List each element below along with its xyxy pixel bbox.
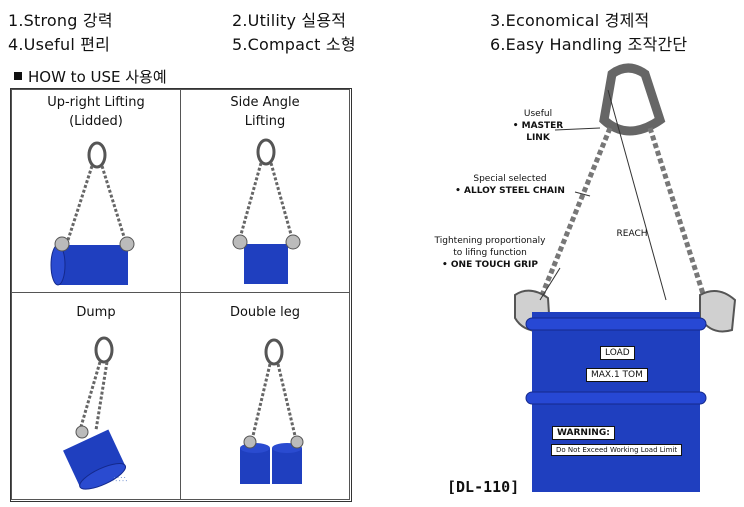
callout-alloy-chain: Special selected• ALLOY STEEL CHAIN — [455, 174, 565, 196]
square-bullet-icon — [14, 72, 22, 80]
side-angle-lifting-illustration — [232, 138, 301, 284]
cell-title-dump: Dump — [76, 305, 116, 320]
main-product-illustration — [514, 63, 737, 492]
label-warning: WARNING: — [552, 426, 615, 440]
feature-easy-handling: 6.Easy Handling 조작간단 — [490, 35, 688, 54]
upright-lifting-illustration — [50, 141, 135, 286]
label-warning-text: Do Not Exceed Working Load Limit — [551, 444, 683, 456]
label-max-load: MAX.1 TOM — [586, 368, 648, 382]
feature-compact: 5.Compact 소형 — [232, 35, 356, 54]
svg-text:∴∵∴: ∴∵∴ — [112, 475, 127, 484]
cell-title-upright: Up-right Lifting(Lidded) — [47, 95, 145, 129]
dump-illustration: ∴∵∴ — [63, 336, 127, 490]
feature-useful: 4.Useful 편리 — [8, 35, 111, 54]
callout-reach: REACH — [616, 229, 648, 239]
double-leg-illustration — [240, 338, 304, 484]
label-load: LOAD — [600, 346, 635, 360]
feature-strong: 1.Strong 강력 — [8, 11, 113, 30]
callout-master-link: Useful• MASTER LINK — [512, 109, 564, 143]
cell-double-leg: Double leg — [180, 292, 350, 500]
how-to-use-label: HOW to USE 사용예 — [28, 68, 167, 86]
feature-utility: 2.Utility 실용적 — [232, 11, 347, 30]
model-caption: [DL-110] — [447, 478, 520, 496]
cell-title-double-leg: Double leg — [229, 305, 301, 320]
feature-economical: 3.Economical 경제적 — [490, 11, 650, 30]
how-to-use-heading: HOW to USE 사용예 — [14, 66, 167, 87]
